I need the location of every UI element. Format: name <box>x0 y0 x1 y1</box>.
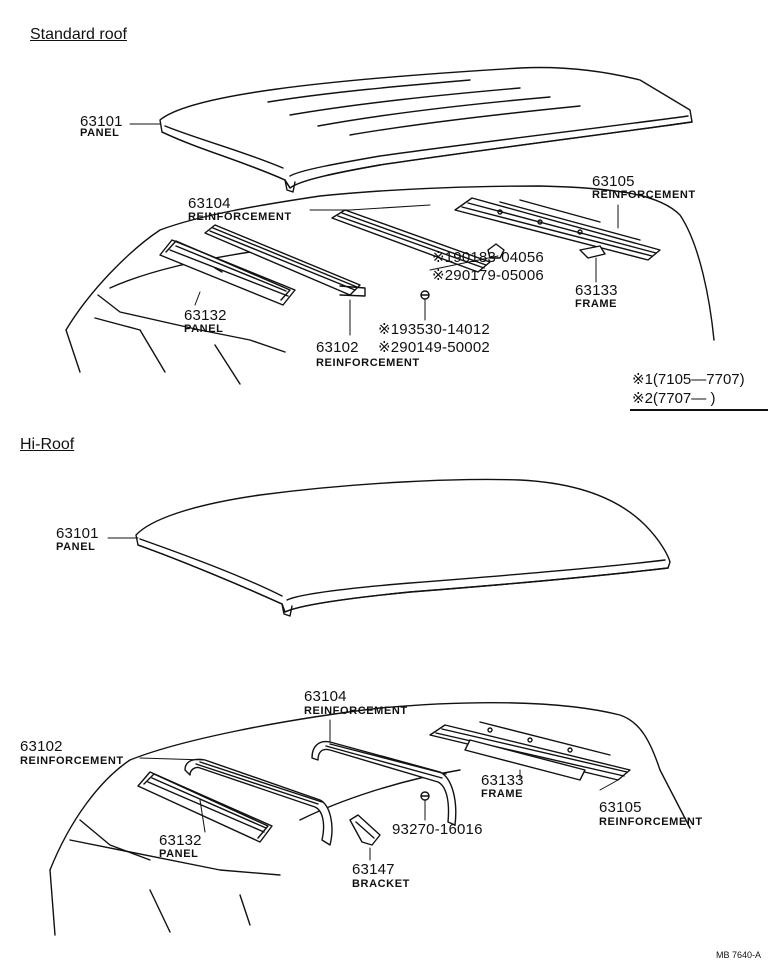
hi-leader-lines <box>107 537 619 861</box>
std-part-63105 <box>454 197 661 261</box>
hi-bolt-number: 93270-16016 <box>392 821 483 838</box>
hi-part-63132 <box>137 771 273 843</box>
legend-line-2: ※2(7707— ) <box>632 390 716 407</box>
hi-63133-name: FRAME <box>481 788 524 800</box>
std-screw-b1: ※193530-14012 <box>378 321 490 338</box>
std-screw-a1: ※190183-04056 <box>432 249 544 266</box>
std-screw-a2: ※290179-05006 <box>432 267 544 284</box>
std-63104-number: 63104 <box>188 195 231 212</box>
std-part-63104 <box>204 224 366 297</box>
section-title-standard-roof: Standard roof <box>30 26 127 43</box>
hi-63105-number: 63105 <box>599 799 642 816</box>
std-63132-number: 63132 <box>184 307 227 324</box>
std-part-63132 <box>159 239 296 306</box>
std-screw-b2: ※290149-50002 <box>378 339 490 356</box>
hi-bolt <box>420 791 430 801</box>
hi-63101-number: 63101 <box>56 525 99 542</box>
hi-part-63105 <box>429 721 631 781</box>
std-part-63133 <box>487 243 606 259</box>
std-63133-name: FRAME <box>575 298 618 310</box>
hi-63147-number: 63147 <box>352 861 395 878</box>
std-screw <box>420 290 430 300</box>
hi-63133-number: 63133 <box>481 772 524 789</box>
std-leader-lines <box>129 123 619 336</box>
legend-line-1: ※1(7105—7707) <box>632 371 745 388</box>
hi-63147-name: BRACKET <box>352 878 410 890</box>
std-63133-number: 63133 <box>575 282 618 299</box>
hi-part-63147 <box>349 814 381 846</box>
std-63132-name: PANEL <box>184 323 224 335</box>
hi-63132-number: 63132 <box>159 832 202 849</box>
std-63105-number: 63105 <box>592 173 635 190</box>
std-roof-panel-63101 <box>159 66 693 193</box>
hi-63102-name: REINFORCEMENT <box>20 755 124 767</box>
hi-63102-number: 63102 <box>20 738 63 755</box>
hi-63105-name: REINFORCEMENT <box>599 816 703 828</box>
std-part-63102 <box>331 209 491 273</box>
std-63101-number: 63101 <box>80 113 123 130</box>
hi-body-outline <box>49 701 691 936</box>
hi-63104-name: REINFORCEMENT <box>304 705 408 717</box>
hi-part-63133 <box>464 739 586 781</box>
std-63101-name: PANEL <box>80 127 120 139</box>
hi-63132-name: PANEL <box>159 848 199 860</box>
hi-part-63104 <box>311 740 457 826</box>
std-body-outline <box>65 185 715 385</box>
hi-roof-panel-63101 <box>135 478 671 617</box>
std-63105-name: REINFORCEMENT <box>592 189 696 201</box>
section-title-hi-roof: Hi-Roof <box>20 436 75 453</box>
hi-63101-name: PANEL <box>56 541 96 553</box>
std-63102-name: REINFORCEMENT <box>316 357 420 369</box>
std-63104-name: REINFORCEMENT <box>188 211 292 223</box>
std-63102-number: 63102 <box>316 339 359 356</box>
legend-underline <box>630 409 768 411</box>
footer-code: MB 7640-A <box>716 950 762 960</box>
hi-63104-number: 63104 <box>304 688 347 705</box>
